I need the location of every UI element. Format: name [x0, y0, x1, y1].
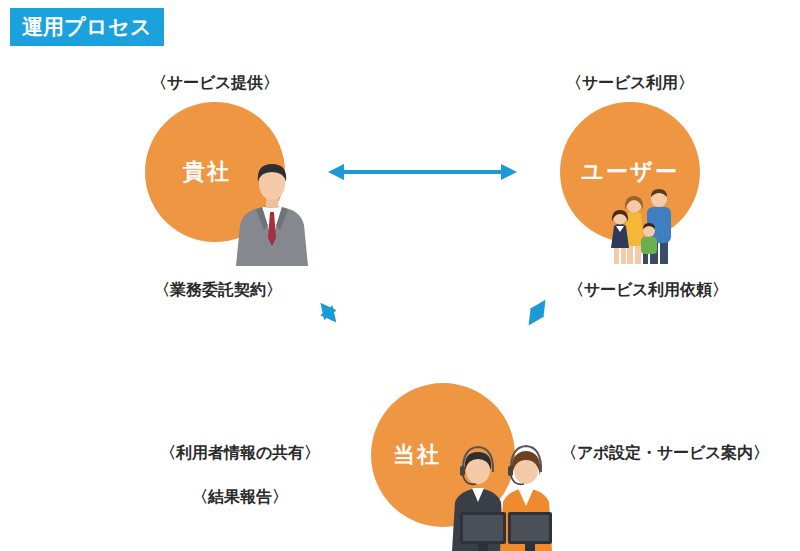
- process-label: 〈サービス利用依頼〉: [568, 280, 728, 301]
- double-arrow: [325, 309, 331, 316]
- node-heading: 〈サービス利用〉: [566, 73, 694, 94]
- operators-figure: [452, 446, 552, 551]
- circle-shape: [371, 383, 515, 527]
- family-figure: [611, 189, 671, 264]
- process-label: 〈業務委託契約〉: [154, 280, 282, 301]
- circle-node: 〈サービス提供〉貴社: [145, 102, 285, 242]
- businessman-figure: [236, 164, 308, 266]
- title-banner: 運用プロセス: [10, 8, 164, 46]
- process-label: 〈利用者情報の共有〉: [160, 443, 320, 464]
- node-heading: 〈サービス提供〉: [151, 73, 279, 94]
- double-arrow: [336, 170, 509, 174]
- node-label: 貴社: [183, 157, 231, 187]
- node-label: 当社: [393, 440, 441, 470]
- double-arrow: [533, 306, 541, 318]
- circle-node: 当社: [371, 383, 515, 527]
- process-label: 〈結果報告〉: [192, 487, 288, 508]
- circle-node: 〈サービス利用〉ユーザー: [560, 102, 700, 242]
- node-label: ユーザー: [581, 157, 679, 187]
- process-label: 〈アポ設定・サービス案内〉: [561, 443, 769, 464]
